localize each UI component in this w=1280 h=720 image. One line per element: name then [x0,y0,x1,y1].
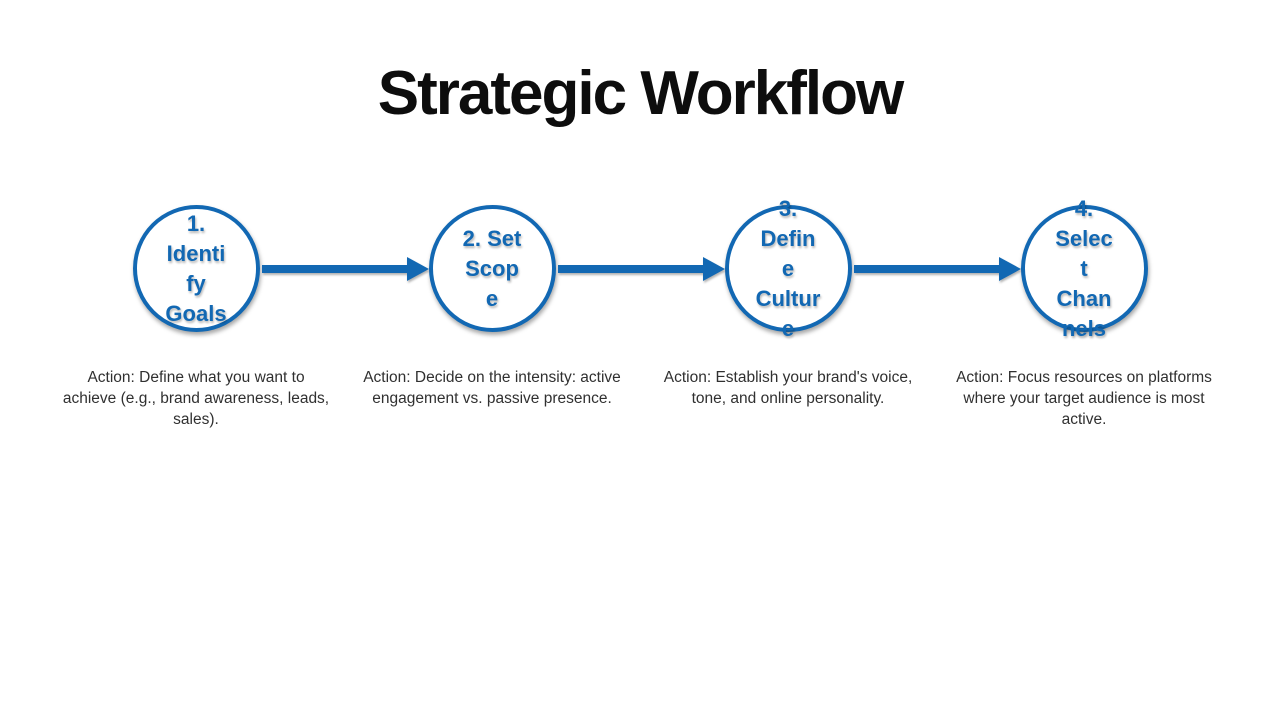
step-label-line: Defin [760,225,816,251]
step-label-line: Scop [465,255,519,281]
step-label-line: t [1080,255,1088,281]
step-label-line: fy [186,270,206,296]
step-label-line: Cultur [755,285,821,311]
step-label-line: e [781,315,795,341]
step-action-text: Action: Establish your brand's voice, to… [663,369,913,407]
flow-arrow-icon [262,257,429,281]
step-action-text: Action: Decide on the intensity: active … [363,369,621,407]
step-label-line: 1. [186,210,206,236]
step-action-text: Action: Focus resources on platforms whe… [956,369,1212,428]
flow-arrow-icon [854,257,1021,281]
step-action-text: Action: Define what you want to achieve … [62,369,330,428]
step-label-line: e [485,285,499,311]
step-label-line: 3. [778,195,798,221]
step-label-line: Chan [1056,285,1112,311]
step-label-line: 2. Set [462,225,522,251]
flow-arrow-icon [558,257,725,281]
step-label-line: Identi [166,240,226,266]
step-label-line: 4. [1074,195,1094,221]
step-label-line: Goals [165,300,227,326]
step-label-line: nels [1061,315,1107,341]
page-title: Strategic Workflow [377,59,904,128]
step-label-line: e [781,255,795,281]
step-label-line: Selec [1055,225,1113,251]
